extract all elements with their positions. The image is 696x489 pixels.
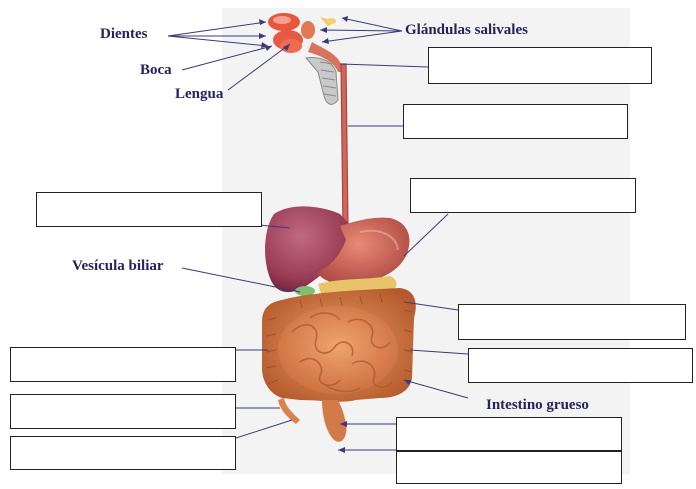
answer-box-stomach[interactable] (410, 178, 636, 213)
label-tongue: Lengua (175, 86, 223, 103)
answer-box-liver[interactable] (36, 192, 262, 227)
salivary-gland-shape (301, 21, 315, 39)
label-gallbladder: Vesícula biliar (72, 258, 164, 275)
answer-box-appendix[interactable] (10, 394, 236, 429)
answer-box-pancreas[interactable] (458, 304, 686, 340)
label-mouth: Boca (140, 62, 172, 79)
label-large-intestine: Intestino grueso (486, 397, 589, 414)
answer-box-ascending-colon[interactable] (10, 347, 236, 382)
answer-box-small-intestine[interactable] (468, 348, 693, 383)
small-intestine-shape (278, 306, 398, 394)
answer-box-pharynx[interactable] (428, 47, 652, 84)
answer-box-anus[interactable] (396, 451, 622, 484)
tongue-shape (280, 39, 302, 53)
answer-box-appendix-2[interactable] (10, 436, 236, 470)
label-teeth: Dientes (100, 26, 148, 43)
label-salivary-glands: Glándulas salivales (405, 22, 528, 39)
answer-box-rectum[interactable] (396, 417, 622, 451)
answer-box-esophagus[interactable] (403, 104, 628, 139)
